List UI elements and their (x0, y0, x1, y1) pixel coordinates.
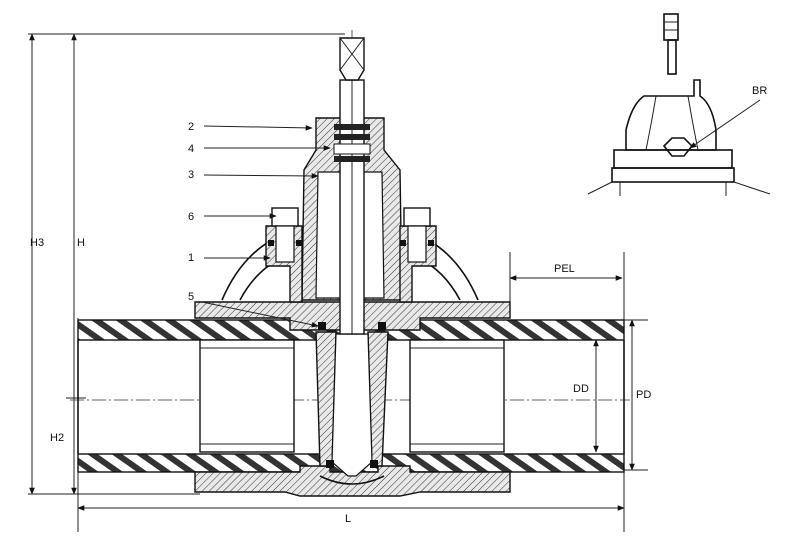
body-arches (221, 207, 479, 303)
dimension-lines (28, 33, 648, 532)
stem (318, 37, 386, 468)
detail-view-bonnet: BR (587, 13, 771, 196)
part-label-4: 4 (188, 143, 194, 155)
part-label-3: 3 (188, 169, 194, 181)
dim-label-l: L (345, 513, 351, 525)
dim-label-h3: H3 (30, 237, 44, 249)
part-label-6: 6 (188, 211, 194, 223)
bore-inserts (199, 339, 505, 453)
part-callouts: 2 4 3 6 1 5 (188, 121, 331, 328)
dim-label-pel: PEL (554, 263, 575, 275)
part-label-2: 2 (188, 121, 194, 133)
dim-label-h: H (77, 237, 85, 249)
dim-label-h2: H2 (50, 432, 64, 444)
dimension-labels: H3 H H2 L PEL DD PD (30, 237, 651, 525)
dim-label-pd: PD (636, 389, 651, 401)
dim-label-dd: DD (573, 383, 589, 395)
part-label-1: 1 (188, 252, 194, 264)
part-label-5: 5 (188, 291, 194, 303)
detail-label-br: BR (752, 85, 767, 97)
